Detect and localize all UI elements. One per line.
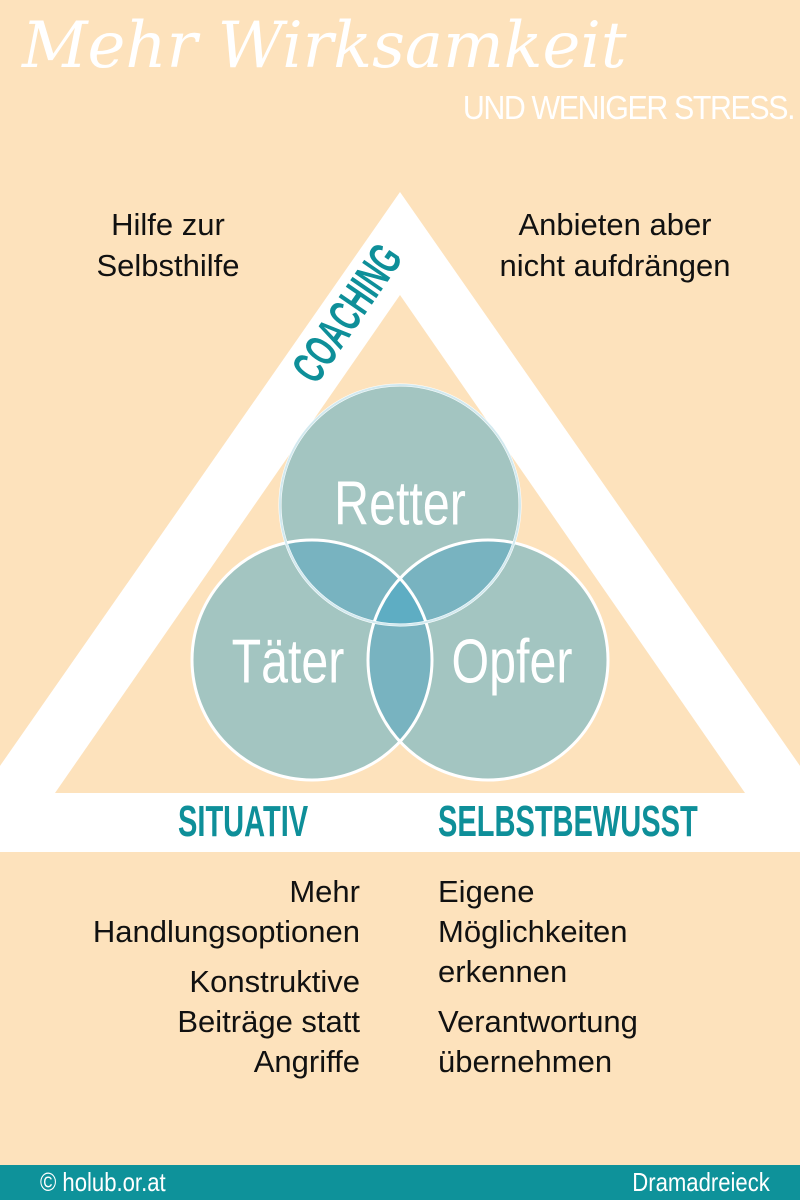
corner-text-top-right: Anbieten aber nicht aufdrängen bbox=[455, 204, 775, 286]
corner-line: Anbieten aber bbox=[518, 207, 712, 242]
band-label-situativ: SITUATIV bbox=[178, 797, 309, 846]
text-block: Verantwortung übernehmen bbox=[438, 1002, 638, 1082]
corner-line: Hilfe zur bbox=[111, 207, 225, 242]
text-line: übernehmen bbox=[438, 1044, 613, 1079]
footer-copyright[interactable]: © holub.or.at bbox=[40, 1167, 166, 1197]
bottom-right-text: Eigene Möglichkeiten erkennen Verantwort… bbox=[438, 872, 638, 1092]
text-line: Möglichkeiten bbox=[438, 914, 628, 949]
circle-label-retter: Retter bbox=[334, 469, 466, 538]
corner-text-top-left: Hilfe zur Selbsthilfe bbox=[58, 204, 278, 286]
text-line: Angriffe bbox=[253, 1044, 360, 1079]
text-line: Mehr bbox=[289, 874, 360, 909]
text-line: Verantwortung bbox=[438, 1004, 638, 1039]
text-block: Konstruktive Beiträge statt Angriffe bbox=[93, 962, 360, 1082]
circle-label-opfer: Opfer bbox=[452, 627, 573, 696]
text-block: Mehr Handlungsoptionen bbox=[93, 872, 360, 952]
footer-bar: © holub.or.at Dramadreieck bbox=[0, 1165, 800, 1200]
circle-label-taeter: Täter bbox=[232, 627, 345, 696]
corner-line: Selbsthilfe bbox=[96, 248, 240, 283]
band-label-selbstbewusst: SELBSTBEWUSST bbox=[438, 797, 698, 846]
text-line: Beiträge statt bbox=[177, 1004, 360, 1039]
footer-topic: Dramadreieck bbox=[632, 1167, 770, 1197]
text-line: Eigene bbox=[438, 874, 535, 909]
page-title: Mehr Wirksamkeit bbox=[22, 9, 627, 83]
corner-line: nicht aufdrängen bbox=[499, 248, 731, 283]
text-block: Eigene Möglichkeiten erkennen bbox=[438, 872, 638, 992]
text-line: Konstruktive bbox=[189, 964, 360, 999]
venn-circles bbox=[190, 383, 610, 782]
page-subtitle: UND WENIGER STRESS. bbox=[462, 89, 796, 126]
text-line: erkennen bbox=[438, 954, 568, 989]
triangle-base-band bbox=[0, 793, 800, 852]
text-line: Handlungsoptionen bbox=[92, 914, 360, 949]
bottom-left-text: Mehr Handlungsoptionen Konstruktive Beit… bbox=[93, 872, 360, 1092]
